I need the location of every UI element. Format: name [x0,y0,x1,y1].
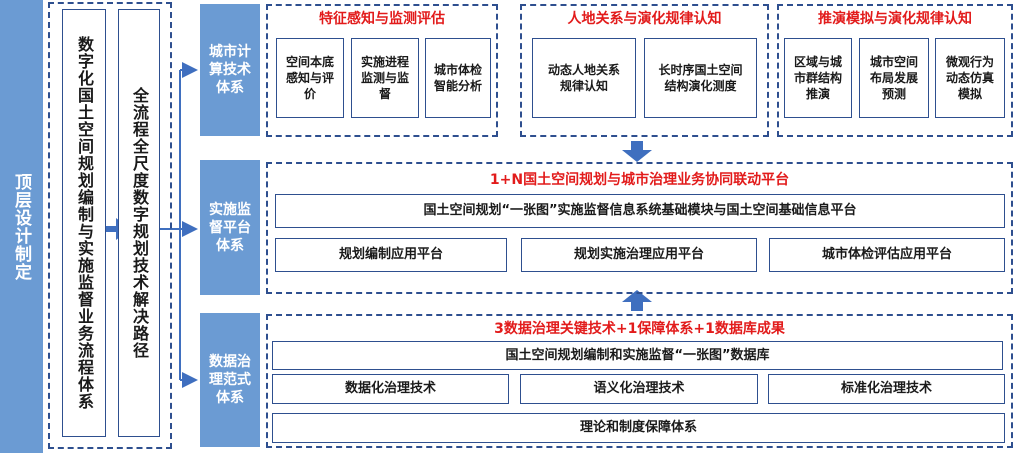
item-city-checkup: 城市体检智能分析 [425,38,491,118]
platform-city-checkup: 城市体检评估应用平台 [769,238,1005,272]
base-module-box: 国土空间规划“一张图”实施监督信息系统基础模块与国土空间基础信息平台 [275,194,1005,228]
platform-implementation: 规划实施治理应用平台 [521,238,757,272]
platform-title: 1+N国土空间规划与城市治理业务协同联动平台 [489,172,790,188]
tech-standardization: 标准化治理技术 [768,374,1005,404]
guarantee-box: 理论和制度保障体系 [272,413,1005,443]
tech-datafication: 数据化治理技术 [272,374,509,404]
item-region-deduction: 区域与城市群结构推演 [784,38,852,118]
human-land-title: 人地关系与演化规律认知 [567,11,722,27]
human-land-group [520,4,769,137]
item-space-baseline: 空间本底感知与评价 [276,38,344,118]
left-bar: 顶层设计制定 [0,0,43,453]
platform-group [266,162,1013,294]
section-label-city-computing: 城市计算技术体系 [200,4,260,136]
feature-sensing-group [266,4,498,137]
item-spatial-evolution: 长时序国土空间结构演化测度 [644,38,757,118]
process-columns-group [48,2,172,449]
data-governance-title: 3数据治理关键技术+1保障体系+1数据库成果 [494,321,785,337]
platform-planning: 规划编制应用平台 [275,238,507,272]
tech-semantic: 语义化治理技术 [520,374,758,404]
item-implementation-monitoring: 实施进程监测与监督 [351,38,419,118]
tech-path-column: 全流程全尺度数字规划技术解决路径 [118,9,160,437]
down-block-arrow [622,141,652,162]
feature-sensing-title: 特征感知与监测评估 [319,11,445,27]
section-label-data-governance: 数据治理范式体系 [200,313,260,447]
item-micro-simulation: 微观行为动态仿真模拟 [935,38,1005,118]
simulation-group [777,4,1013,137]
section-label-supervision-platform: 实施监督平台体系 [200,160,260,295]
simulation-title: 推演模拟与演化规律认知 [818,11,972,27]
item-human-land-relation: 动态人地关系规律认知 [532,38,636,118]
item-layout-prediction: 城市空间布局发展预测 [859,38,929,118]
left-bar-label: 顶层设计制定 [11,172,31,281]
business-process-column: 数字化国土空间规划编制与实施监督业务流程体系 [62,9,106,437]
data-governance-group [266,314,1013,448]
business-process-label: 数字化国土空间规划编制与实施监督业务流程体系 [75,36,94,410]
database-box: 国土空间规划编制和实施监督“一张图”数据库 [272,341,1003,370]
tech-path-label: 全流程全尺度数字规划技术解决路径 [130,87,149,359]
up-block-arrow [622,290,652,311]
